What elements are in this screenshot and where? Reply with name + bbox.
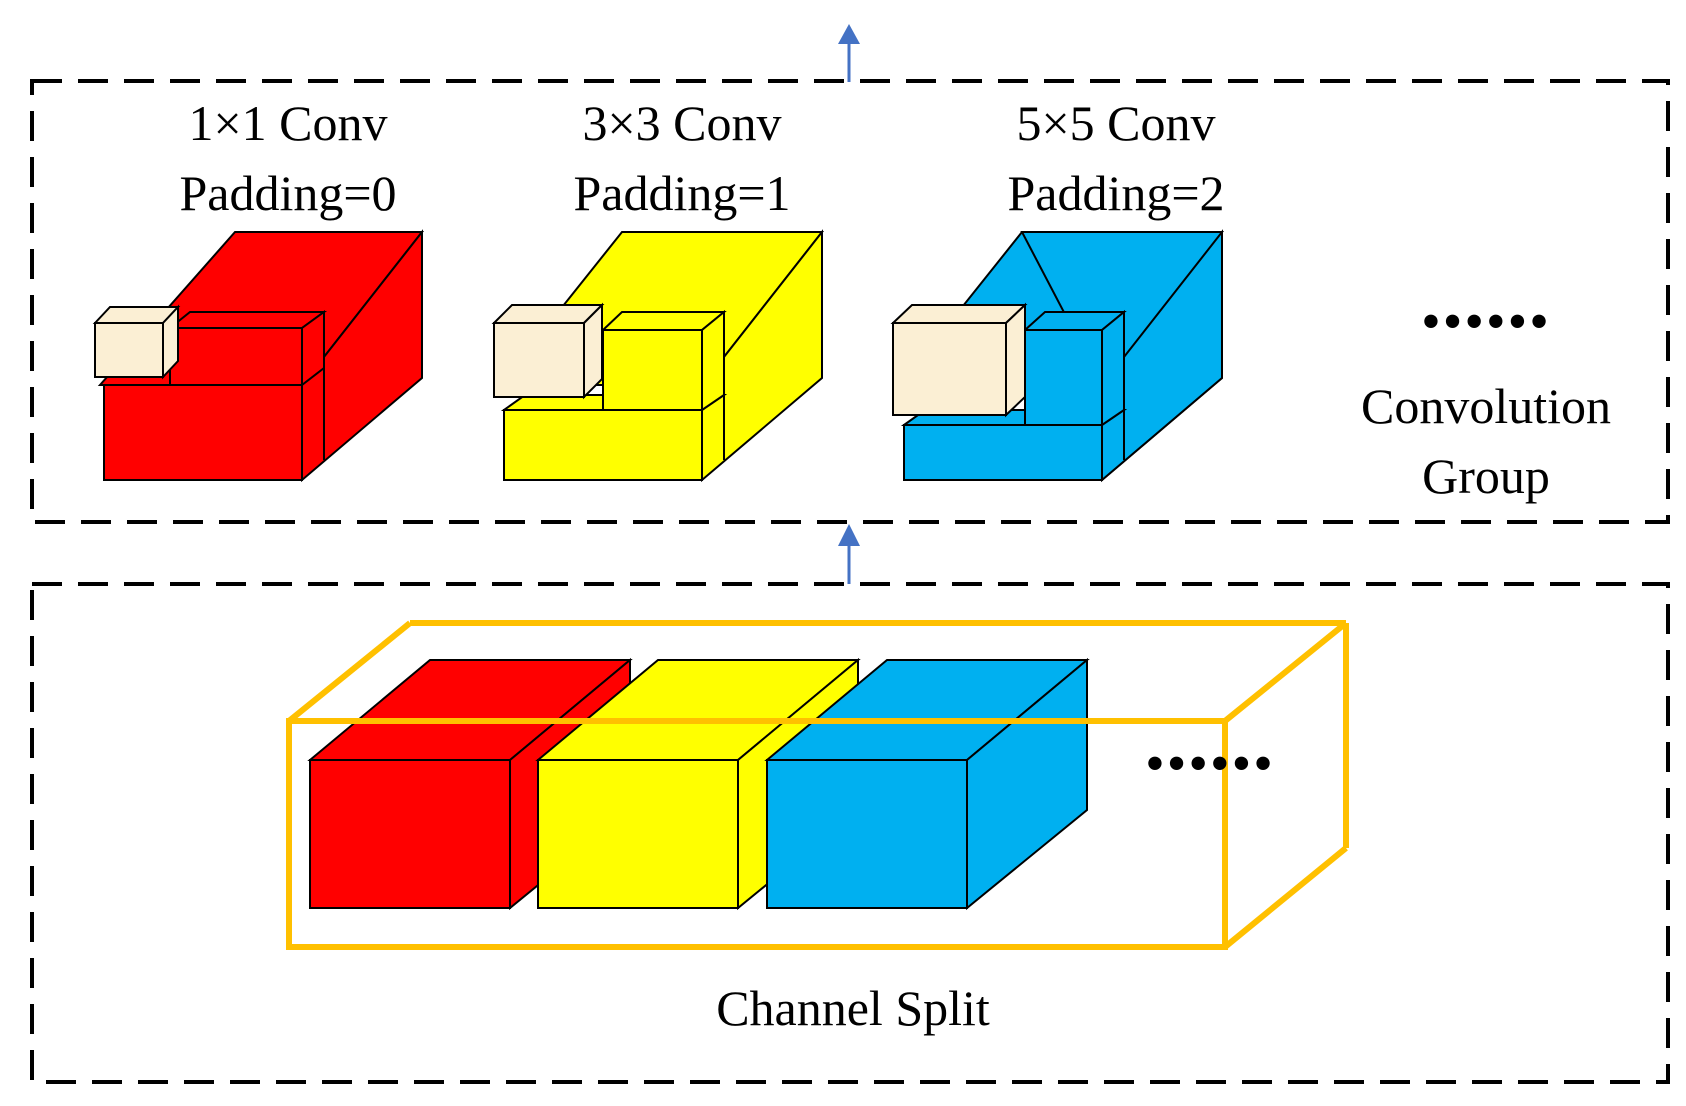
kernel-cube <box>491 302 605 400</box>
conv-title-3: 5×5 Conv <box>1016 95 1215 151</box>
convolution-group-label-line1: Convolution <box>1361 378 1611 434</box>
kernel-cube <box>92 304 181 380</box>
conv-block-1x1 <box>92 229 425 483</box>
split-block-blue <box>764 657 1090 911</box>
kernel-cube <box>890 302 1028 418</box>
conv-block-3x3 <box>491 229 825 483</box>
split-ellipsis: •••••• <box>1145 733 1275 795</box>
conv-padding-3: Padding=2 <box>1007 165 1224 221</box>
channel-split-panel <box>30 582 1670 1084</box>
up-arrow-icon <box>838 524 860 584</box>
channel-split-blocks <box>307 657 1090 911</box>
convolution-group-label-line2: Group <box>1422 448 1550 504</box>
conv-padding-1: Padding=0 <box>179 165 396 221</box>
conv-title-2: 3×3 Conv <box>582 95 781 151</box>
conv-block-5x5 <box>890 229 1225 483</box>
up-arrow-icon <box>838 24 860 82</box>
conv-padding-2: Padding=1 <box>573 165 790 221</box>
channel-split-label: Channel Split <box>716 980 990 1036</box>
channel-split-outline <box>286 620 1349 950</box>
conv-ellipsis: •••••• <box>1421 291 1551 353</box>
convolution-group-panel <box>30 79 1670 524</box>
conv-title-1: 1×1 Conv <box>188 95 387 151</box>
